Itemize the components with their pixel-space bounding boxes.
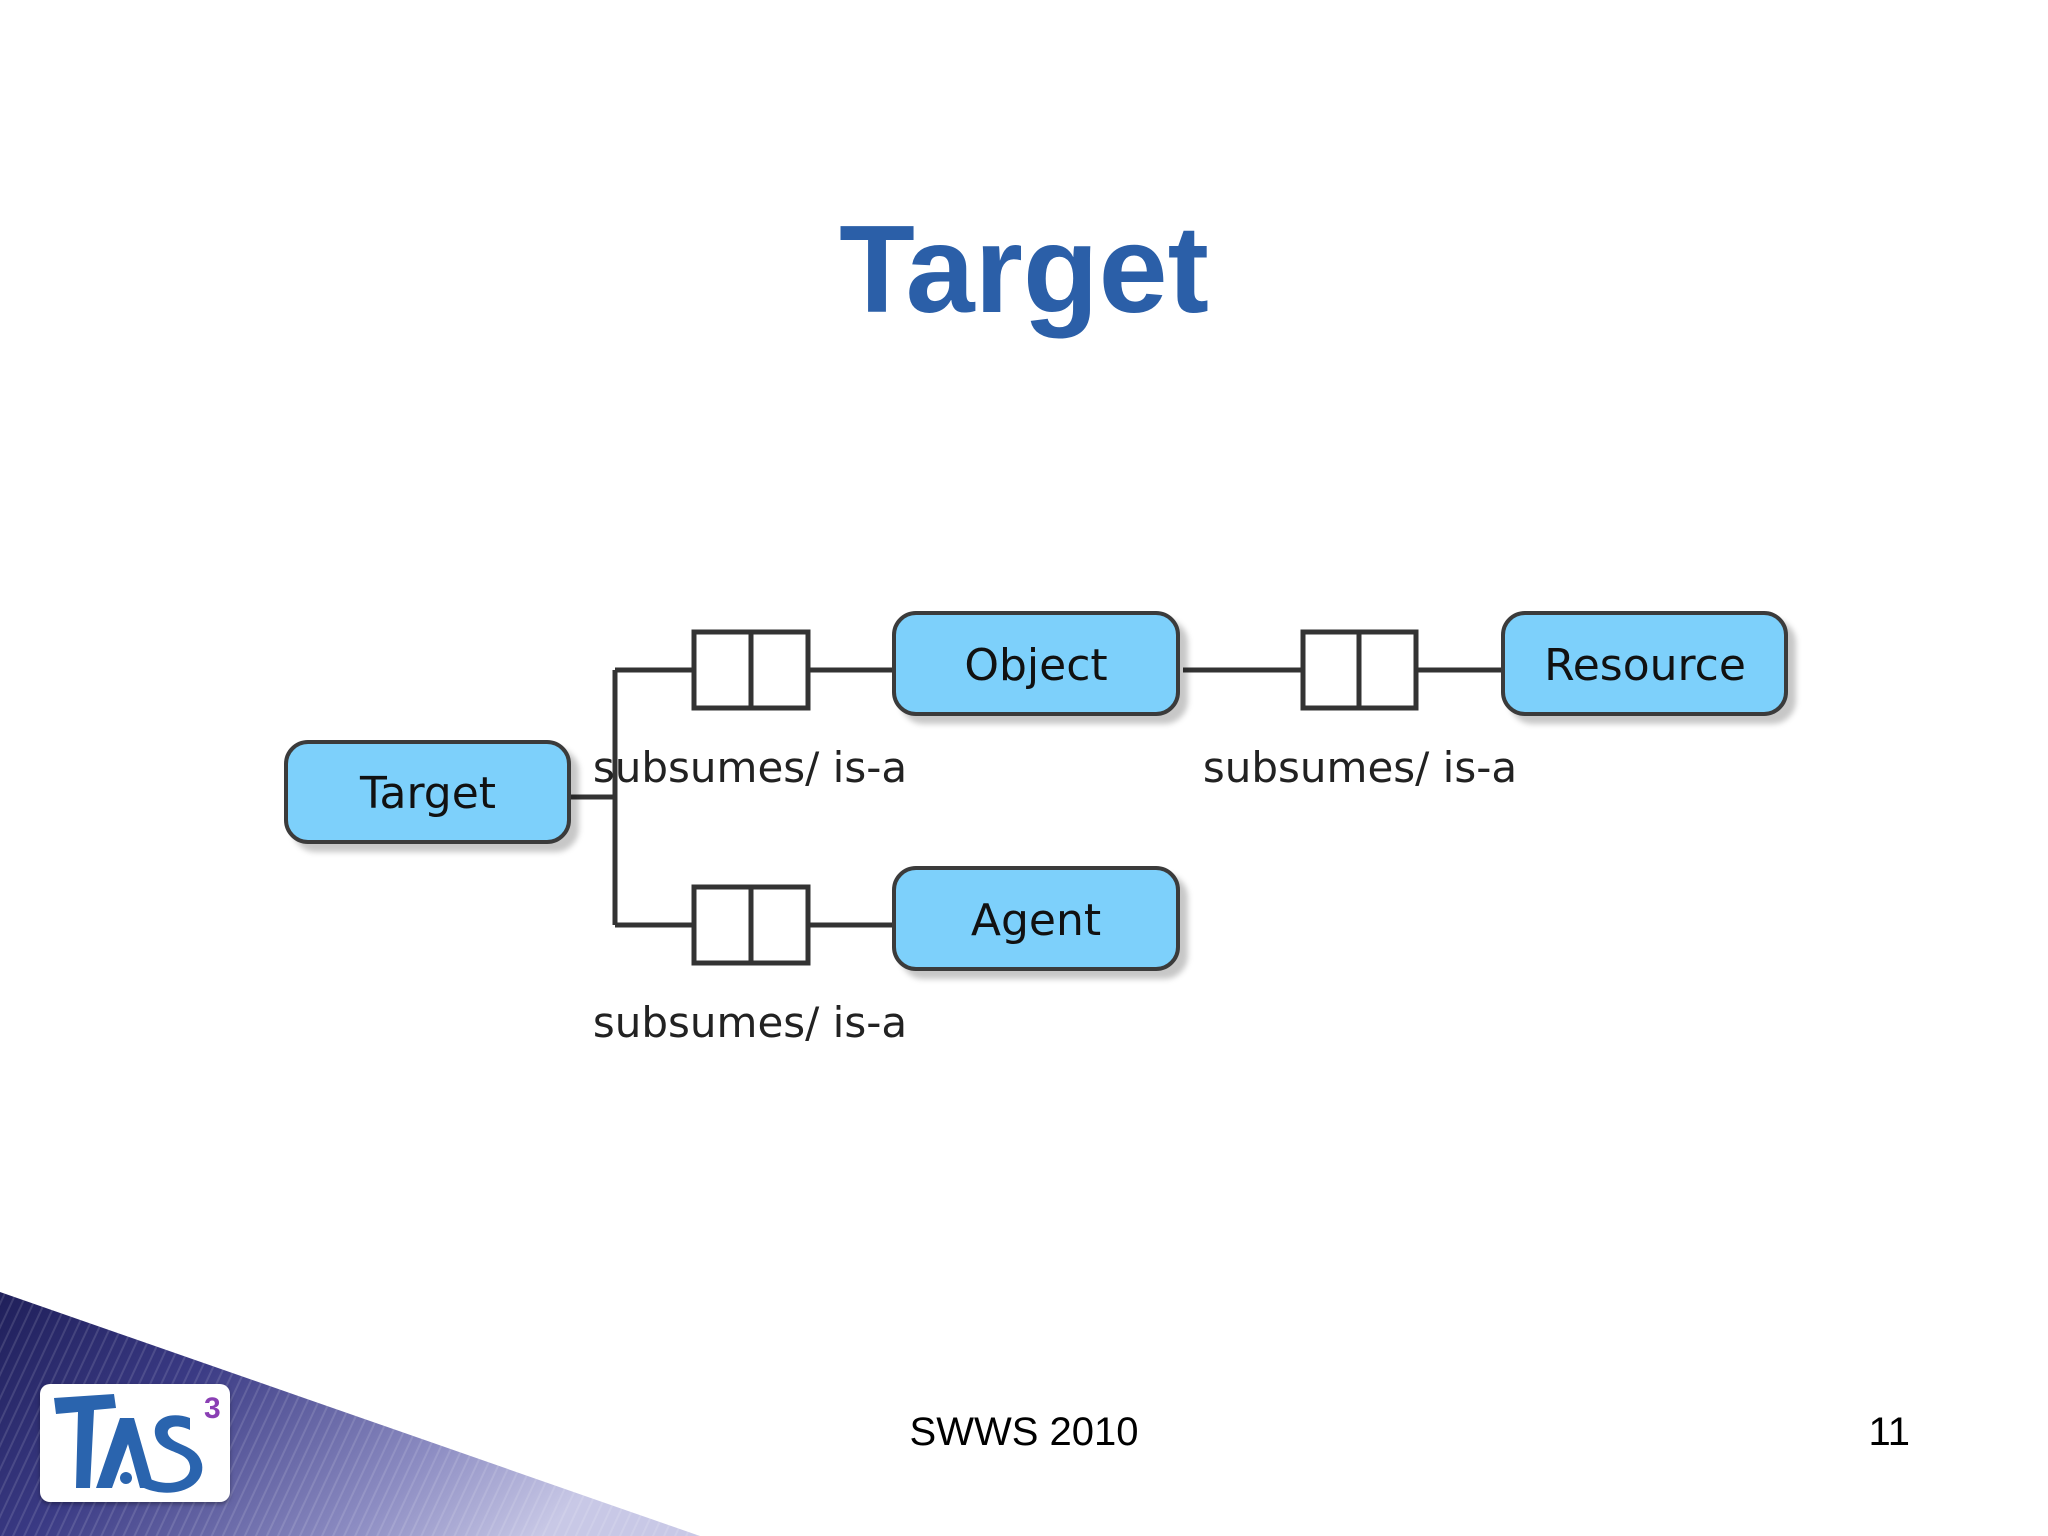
node-agent[interactable]: Agent: [892, 866, 1180, 971]
edge-label-object-resource: subsumes/ is-a: [1203, 743, 1517, 792]
tas3-logo-superscript: 3: [204, 1392, 221, 1425]
tas3-logo: 3: [40, 1384, 230, 1502]
footer-text: SWWS 2010: [909, 1410, 1139, 1454]
node-label-target: Target: [359, 768, 496, 819]
page-number: 11: [1868, 1410, 1910, 1454]
node-label-resource: Resource: [1544, 640, 1746, 691]
relation-marker-object: [691, 629, 811, 711]
tas3-logo-mark: 3: [54, 1392, 221, 1493]
connector-lines: [570, 667, 1502, 928]
relation-marker-agent: [691, 884, 811, 966]
edge-label-target-object: subsumes/ is-a: [593, 743, 907, 792]
node-object[interactable]: Object: [892, 611, 1180, 716]
edge-label-target-agent: subsumes/ is-a: [593, 998, 907, 1047]
relation-marker-resource: [1300, 629, 1419, 711]
node-target[interactable]: Target: [284, 740, 571, 844]
slide-title: Target: [839, 201, 1209, 339]
node-label-agent: Agent: [971, 895, 1101, 946]
node-resource[interactable]: Resource: [1501, 611, 1788, 716]
node-label-object: Object: [964, 640, 1107, 691]
